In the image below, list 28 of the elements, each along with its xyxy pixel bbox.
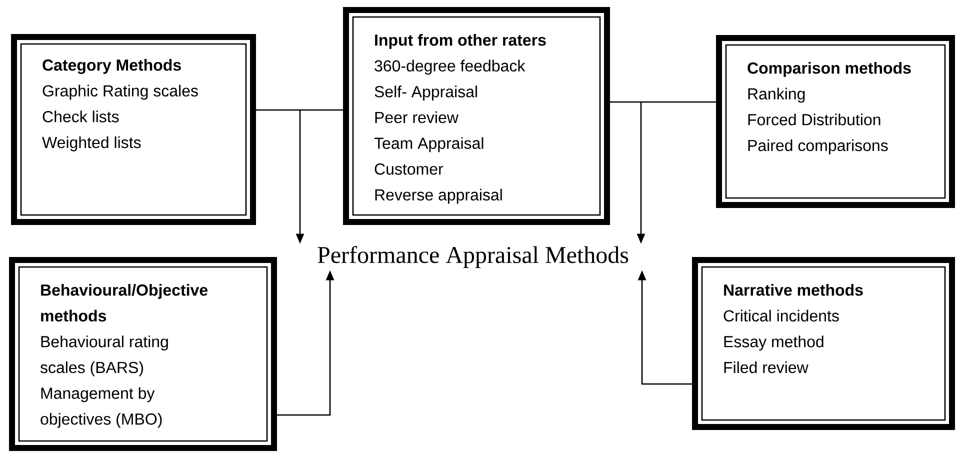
list-item: Customer — [374, 163, 444, 175]
list-item: Behavioural rating scales (BARS) — [40, 336, 168, 376]
list-item: Filed review — [724, 361, 808, 374]
heading-text: Category Methods — [42, 59, 181, 74]
method-box — [343, 7, 610, 225]
list-item: Peer review — [375, 111, 458, 124]
heading-text: Comparison methods — [748, 62, 911, 77]
heading-text: Input from other raters — [375, 34, 546, 49]
list-item: Ranking — [748, 88, 805, 103]
list-item: Critical incidents — [724, 310, 839, 322]
list-item: Management by objectives (MBO) — [40, 387, 162, 428]
list-item: Forced Distribution — [748, 114, 880, 126]
list-item: 360-degree feedback — [374, 60, 526, 75]
method-box — [692, 257, 955, 430]
list-item: Graphic Rating scales — [42, 84, 198, 100]
list-item: Reverse appraisal — [375, 188, 502, 204]
method-box — [716, 35, 955, 208]
list-item: Paired comparisons — [748, 139, 888, 154]
heading-text: Behavioural/Objective methods — [41, 284, 208, 322]
list-item: Self- Appraisal — [374, 86, 477, 101]
list-item: Weighted lists — [42, 136, 141, 152]
list-item: Team Appraisal — [374, 137, 484, 152]
heading-text: Narrative methods — [724, 284, 863, 296]
method-box — [9, 257, 277, 451]
method-box — [11, 34, 256, 225]
center-title: Performance Appraisal Methods — [318, 246, 628, 268]
list-item: Essay method — [724, 336, 824, 351]
list-item: Check lists — [42, 110, 119, 122]
